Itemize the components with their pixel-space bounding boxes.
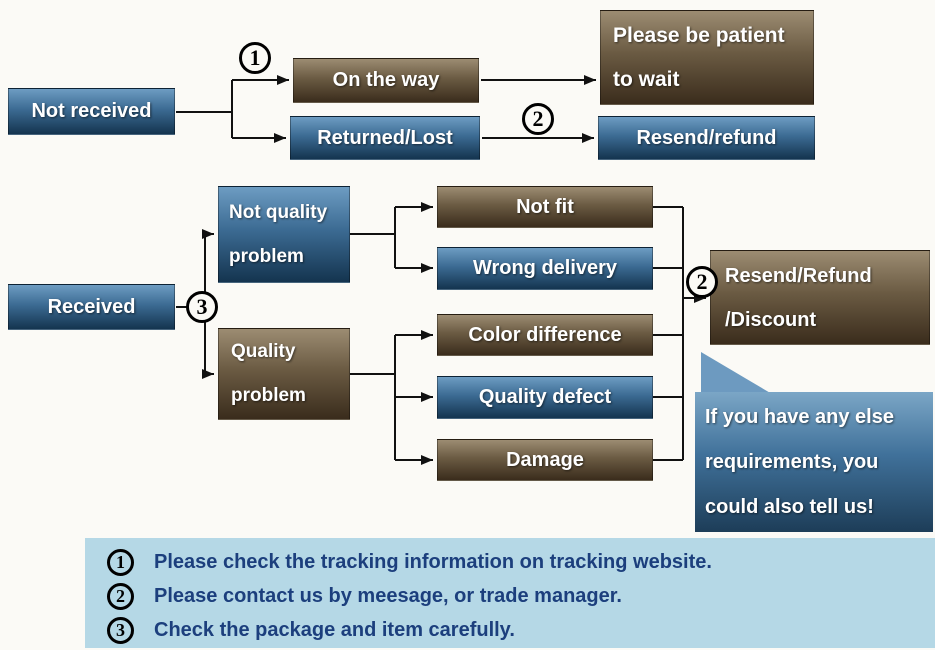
note-bubble-line2: requirements, you bbox=[705, 451, 879, 473]
node-damage: Damage bbox=[437, 439, 653, 481]
step-2-marker-top: 2 bbox=[522, 103, 554, 135]
node-received: Received bbox=[8, 284, 175, 330]
legend-text-2: Please contact us by meesage, or trade m… bbox=[154, 584, 622, 607]
step-3-marker: 3 bbox=[186, 291, 218, 323]
node-be-patient-line1: Please be patient bbox=[613, 23, 785, 47]
node-not-received: Not received bbox=[8, 88, 175, 135]
step-2-marker-right: 2 bbox=[686, 266, 718, 298]
note-bubble-line3: could also tell us! bbox=[705, 496, 874, 518]
node-resend-discount-line2: /Discount bbox=[725, 308, 817, 331]
legend-num-3: 3 bbox=[107, 616, 134, 644]
legend-text-3: Check the package and item carefully. bbox=[154, 618, 515, 641]
node-resend-refund-discount: Resend/Refund /Discount bbox=[710, 250, 930, 345]
legend-row-2: 2 Please contact us by meesage, or trade… bbox=[107, 579, 935, 613]
legend-row-1: 1 Please check the tracking information … bbox=[107, 545, 935, 579]
node-returned-lost: Returned/Lost bbox=[290, 116, 480, 160]
node-quality-problem: Quality problem bbox=[218, 328, 350, 420]
node-not-quality-line1: Not quality bbox=[229, 201, 328, 223]
legend-num-1: 1 bbox=[107, 548, 134, 576]
node-be-patient: Please be patient to wait bbox=[600, 10, 814, 105]
legend-panel: 1 Please check the tracking information … bbox=[85, 538, 935, 648]
legend-row-3: 3 Check the package and item carefully. bbox=[107, 613, 935, 647]
node-wrong-delivery: Wrong delivery bbox=[437, 247, 653, 290]
note-bubble: If you have any else requirements, you c… bbox=[695, 392, 933, 532]
node-quality-line1: Quality bbox=[231, 341, 296, 362]
node-quality-line2: problem bbox=[231, 385, 306, 406]
node-quality-defect: Quality defect bbox=[437, 376, 653, 419]
node-color-difference: Color difference bbox=[437, 314, 653, 356]
note-bubble-line1: If you have any else bbox=[705, 406, 894, 428]
node-not-fit: Not fit bbox=[437, 186, 653, 228]
step-1-marker: 1 bbox=[239, 42, 271, 74]
node-resend-discount-line1: Resend/Refund bbox=[725, 264, 872, 287]
node-not-quality-line2: problem bbox=[229, 245, 304, 267]
node-not-quality-problem: Not quality problem bbox=[218, 186, 350, 283]
node-on-the-way: On the way bbox=[293, 58, 479, 103]
legend-text-1: Please check the tracking information on… bbox=[154, 550, 712, 573]
node-resend-refund: Resend/refund bbox=[598, 116, 815, 160]
legend-num-2: 2 bbox=[107, 582, 134, 610]
node-be-patient-line2: to wait bbox=[613, 67, 680, 91]
